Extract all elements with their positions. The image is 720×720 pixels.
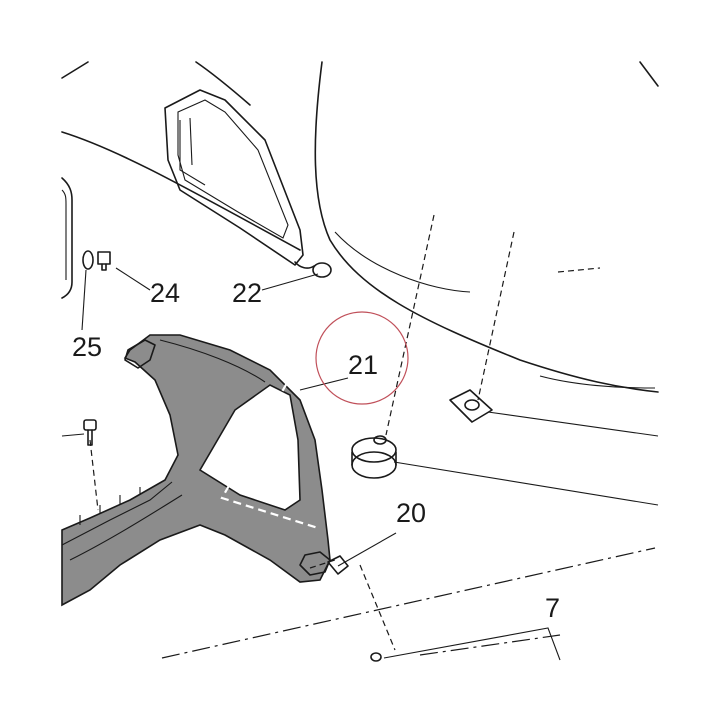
callout-21: 21	[348, 350, 378, 380]
highlight-circle	[315, 311, 409, 405]
lower-bracket	[61, 334, 331, 607]
leader-lines	[61, 267, 659, 661]
side-panel-fragment	[61, 177, 73, 299]
small-fastener-bottom	[370, 652, 382, 662]
callout-25: 25	[72, 332, 102, 362]
callout-7: 7	[545, 593, 560, 623]
callout-22: 22	[232, 278, 262, 308]
callout-20: 20	[396, 498, 426, 528]
clip-nut	[449, 389, 493, 423]
assembly-axes	[89, 214, 601, 651]
fastener-24	[97, 251, 111, 271]
grommet-22	[312, 262, 332, 278]
washer-25	[82, 250, 94, 270]
rubber-buffer	[351, 435, 397, 479]
callout-24: 24	[150, 278, 180, 308]
fitting-guide-line	[220, 281, 345, 530]
body-panel-outline	[61, 61, 659, 393]
clip-20	[327, 555, 349, 575]
reference-lines	[161, 547, 656, 659]
lamp-housing	[164, 89, 315, 269]
